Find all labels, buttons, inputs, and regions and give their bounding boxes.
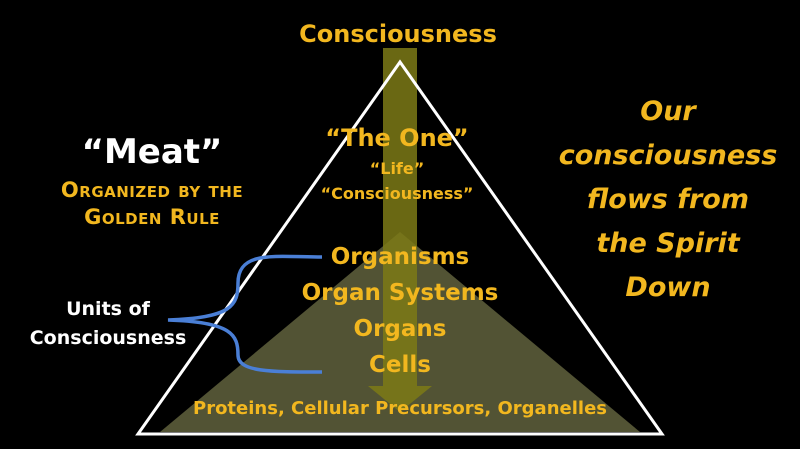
flow-arrow xyxy=(368,48,432,412)
units-label-line2: Consciousness xyxy=(29,327,187,349)
level-cells: Cells xyxy=(369,352,431,378)
the-one-life: “Life” xyxy=(369,159,425,178)
the-one-title: “The One” xyxy=(325,124,469,152)
meat-subtitle-line1: Organized by the xyxy=(60,178,244,202)
curly-bracket xyxy=(167,254,323,374)
top-label: Consciousness xyxy=(299,20,497,48)
right-text-line3: flows from xyxy=(587,184,749,215)
units-label-line1: Units of xyxy=(66,298,150,320)
right-text-line5: Down xyxy=(625,272,711,303)
base-label: Proteins, Cellular Precursors, Organelle… xyxy=(193,398,607,419)
level-organ-systems: Organ Systems xyxy=(301,280,499,306)
right-text-line2: consciousness xyxy=(558,140,778,171)
meat-title: “Meat” xyxy=(81,132,223,172)
right-text-line1: Our xyxy=(640,96,696,127)
level-organs: Organs xyxy=(353,316,447,342)
right-text-line4: the Spirit xyxy=(596,228,740,259)
meat-subtitle-line2: Golden Rule xyxy=(84,205,220,229)
pyramid-outline xyxy=(135,59,665,436)
level-organisms: Organisms xyxy=(330,244,470,270)
the-one-consciousness: “Consciousness” xyxy=(320,184,474,203)
